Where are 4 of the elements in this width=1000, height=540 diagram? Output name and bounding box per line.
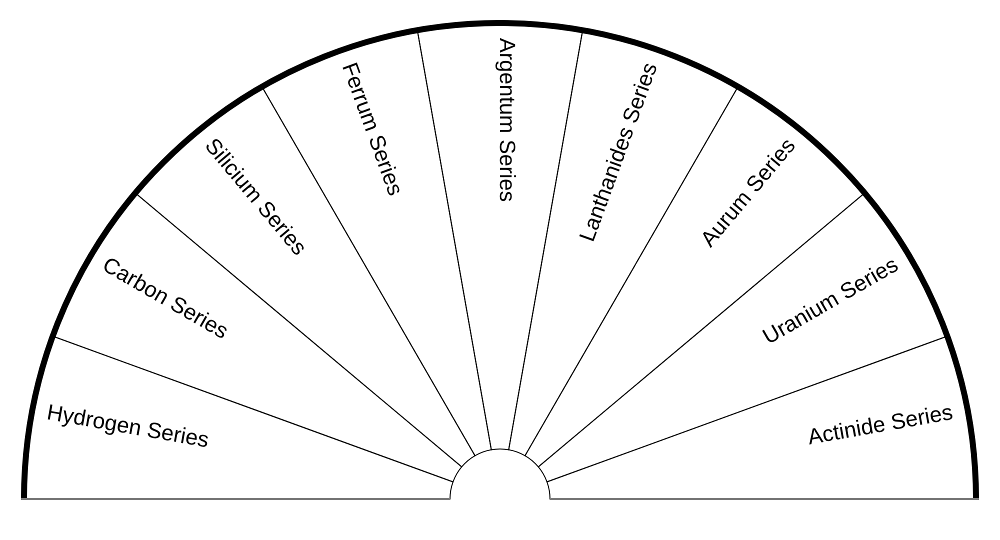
sector-label: Argentum Series — [495, 38, 519, 202]
sector-label: Actinide Series — [806, 400, 955, 450]
sector-label: Hydrogen Series — [45, 400, 211, 452]
sector-label: Ferrum Series — [338, 59, 408, 198]
